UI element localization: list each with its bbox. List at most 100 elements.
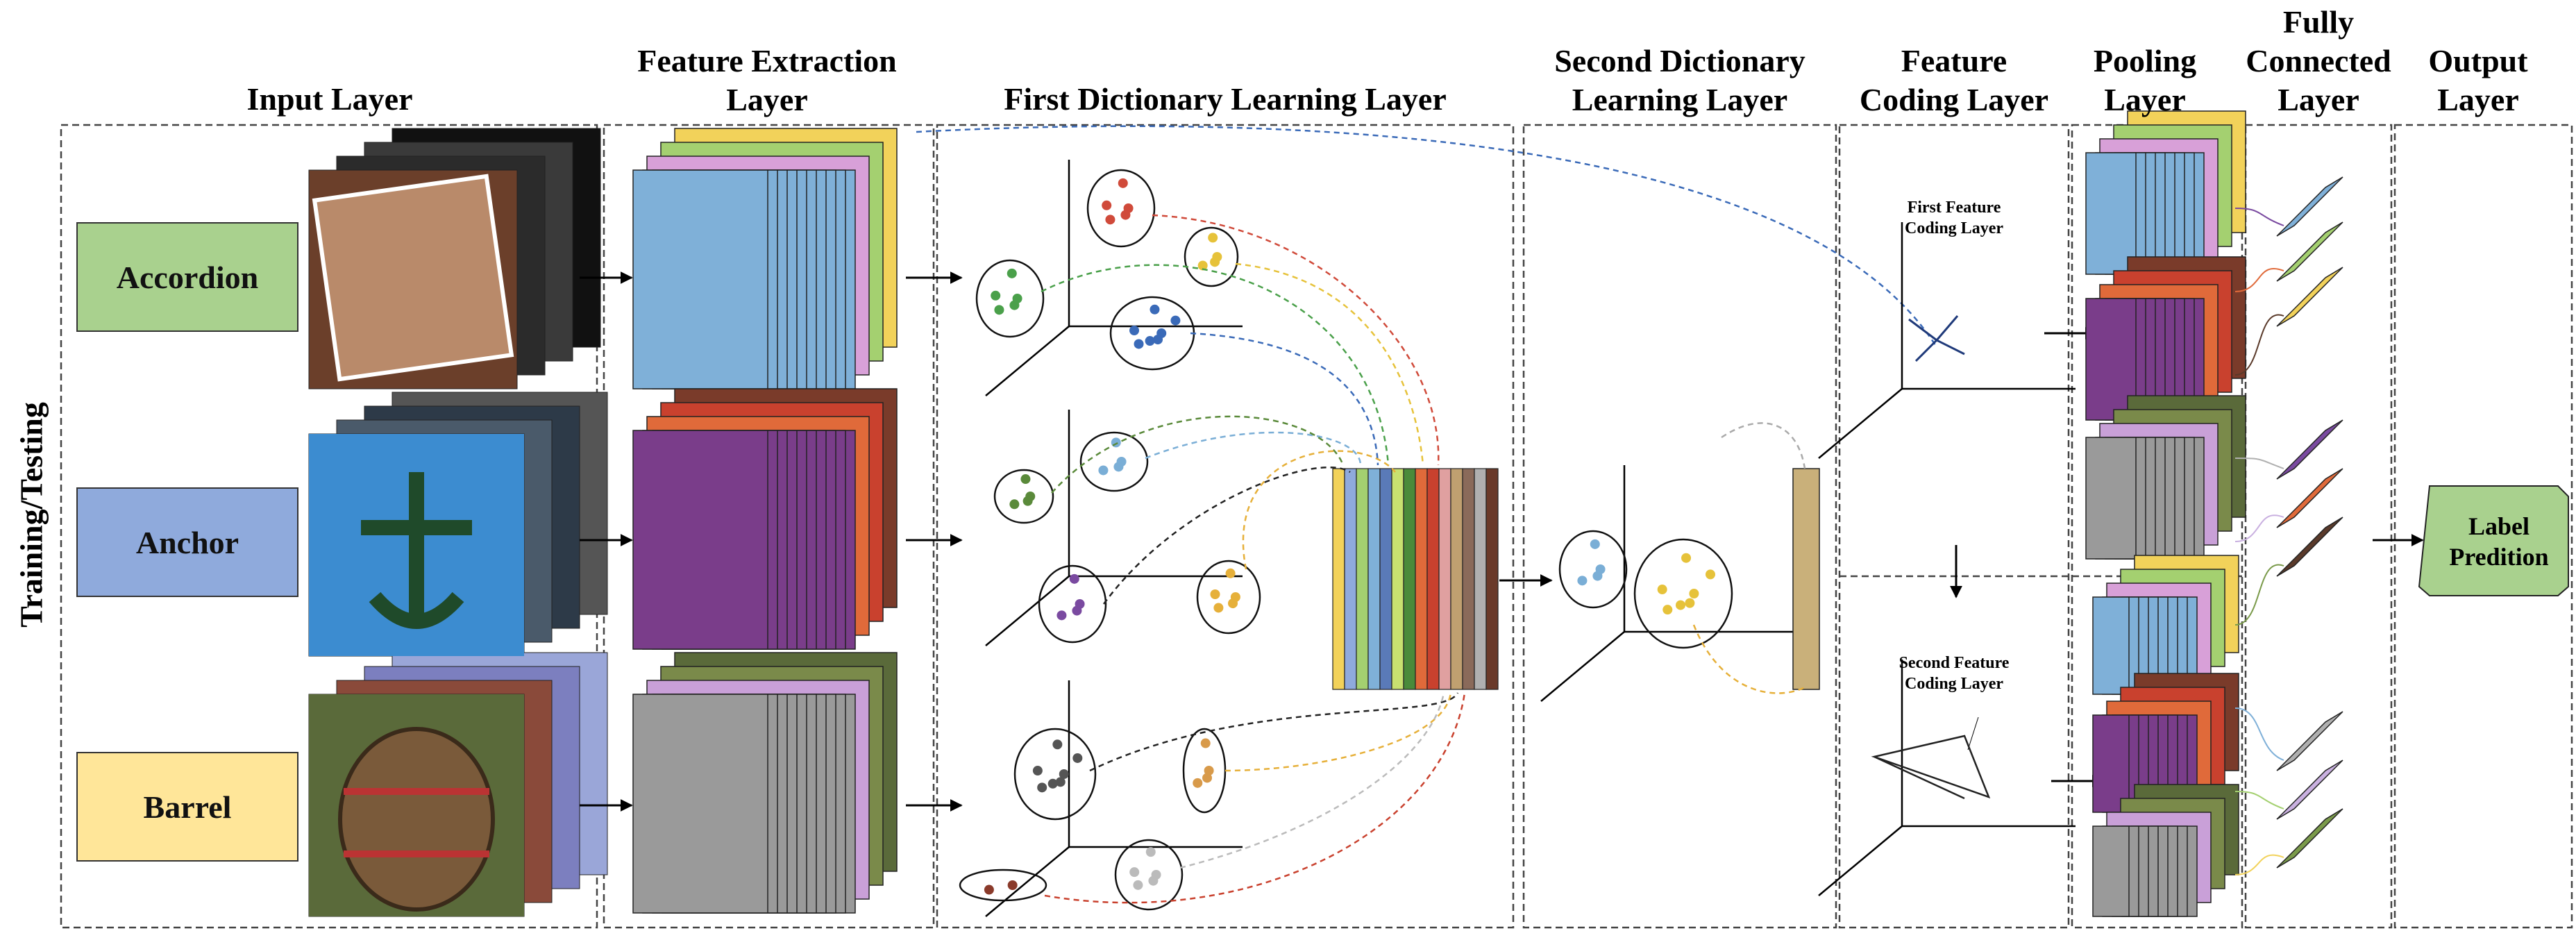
cluster-lightgray <box>1114 839 1184 911</box>
fc-node-8 <box>2276 808 2343 869</box>
first-feature-coding-label: First Feature Coding Layer <box>1904 199 2003 237</box>
cluster-olive <box>993 469 1054 524</box>
fc-node-6 <box>2276 711 2343 771</box>
fc-node-4 <box>2276 468 2343 528</box>
fc-link-3 <box>2234 458 2284 469</box>
cluster-tan-point <box>1202 773 1213 783</box>
coding2-axes <box>1818 660 2076 896</box>
cluster-blue-point <box>1153 335 1163 345</box>
header-pooling: Pooling Layer <box>2093 43 2197 117</box>
dict1-axes-1-z <box>985 326 1070 396</box>
cluster-lightblue-point <box>1098 465 1109 476</box>
cluster-orange-point <box>1213 603 1224 613</box>
panel-feature-coding <box>1838 124 2070 929</box>
cluster-brown-point <box>984 884 994 895</box>
cluster-orange <box>1196 560 1261 635</box>
cluster-orange-point <box>1228 598 1238 609</box>
cluster2-yellow <box>1633 538 1733 649</box>
cluster-yellow <box>1184 226 1239 287</box>
dict1-axes-3 <box>985 680 1243 917</box>
dict2-link-2 <box>1721 422 1806 469</box>
class-box-barrel: Barrel <box>76 752 298 862</box>
panel-output <box>2393 124 2573 929</box>
feature-stack-barrel-slice <box>632 694 768 914</box>
fc-node-1 <box>2276 221 2343 282</box>
cluster-lightgray-point <box>1145 847 1156 857</box>
cluster-red-point <box>1120 210 1131 220</box>
coding1-links <box>1908 315 1965 362</box>
cluster-lightgray-point <box>1148 875 1159 886</box>
dictionary-atom-8 <box>1426 468 1440 690</box>
fc-link-1 <box>2234 268 2284 292</box>
cluster-olive-point <box>1022 496 1033 506</box>
cluster-purple <box>1038 564 1107 644</box>
cluster-yellow-ring <box>1184 226 1239 287</box>
cluster-blue-point <box>1145 336 1155 346</box>
cluster2-yellow-point <box>1675 600 1685 610</box>
class-box-anchor: Anchor <box>76 487 298 597</box>
cluster2-mixed-point <box>1592 571 1603 581</box>
cluster-lightgray-ring <box>1114 839 1184 911</box>
cluster-purple-ring <box>1038 564 1107 644</box>
cluster2-yellow-point <box>1689 589 1699 598</box>
fc-node-5 <box>2276 517 2343 577</box>
header-feature-coding: Feature Coding Layer <box>1859 43 2049 117</box>
dictionary-atom-5 <box>1391 468 1404 690</box>
cluster-olive-point <box>1009 499 1020 510</box>
dictionary-link-0 <box>1152 214 1440 466</box>
dictionary-link-2 <box>1041 264 1390 466</box>
cluster2-mixed <box>1558 530 1628 609</box>
pool-stack-1-slice <box>2085 152 2137 275</box>
coding1-axes-z <box>1818 388 1903 459</box>
dict1-axes-2 <box>985 410 1243 646</box>
feature-stack-anchor <box>632 388 898 650</box>
cluster2-mixed-point <box>1590 539 1600 549</box>
dict2-axes <box>1540 465 1798 702</box>
cluster-red-point <box>1118 178 1128 188</box>
dictionary-link-3 <box>1190 332 1379 466</box>
dictionary-link-1 <box>1235 262 1424 466</box>
dict1-axes-1 <box>985 160 1243 396</box>
dictionary-atom-11 <box>1462 468 1475 690</box>
cluster-blue-point <box>1129 326 1140 336</box>
cluster2-yellow-point <box>1705 569 1715 580</box>
barrel-glyph <box>338 727 495 912</box>
cluster-dark-point <box>1032 766 1043 776</box>
cluster-dark-ring <box>1013 728 1097 821</box>
cluster-olive-ring <box>993 469 1054 524</box>
cluster-red <box>1086 169 1156 248</box>
cluster-blue-point <box>1150 304 1160 314</box>
cluster-dark-point <box>1055 777 1066 787</box>
cluster-blue-point <box>1170 315 1181 326</box>
cluster-orange-point <box>1210 589 1220 600</box>
output-box <box>2418 485 2569 596</box>
class-label-anchor: Anchor <box>135 524 239 560</box>
cluster-olive-point <box>1020 474 1031 485</box>
pool-stack-4-slice <box>2092 596 2130 695</box>
fc-link-8 <box>2234 854 2284 875</box>
dictionary-atom-1 <box>1344 468 1357 690</box>
fc-link-5 <box>2234 564 2284 626</box>
dictionary-atom-6 <box>1403 468 1416 690</box>
pool-stack-1 <box>2085 110 2246 275</box>
coding2-triangle <box>1871 735 1991 800</box>
cluster-dark-point <box>1059 769 1069 779</box>
cluster-lightblue-point <box>1113 462 1124 472</box>
cluster-dark-point <box>1037 782 1047 793</box>
pool-stack-6 <box>2092 784 2239 917</box>
cluster-lightblue-point <box>1111 437 1121 448</box>
pool-stack-3-slice <box>2085 437 2137 560</box>
dictionary-atom-12 <box>1474 468 1487 690</box>
dictionary-link-7 <box>1242 450 1396 570</box>
cluster-green-point <box>991 290 1001 301</box>
dict1-axes-3-z <box>985 846 1070 917</box>
pool-stack-5-slice <box>2092 714 2130 813</box>
dictionary-atom-13 <box>1485 468 1499 690</box>
cluster-lightgray-point <box>1129 867 1140 878</box>
label-prediction-text: Label Predition <box>2449 512 2549 571</box>
fc-node-0 <box>2276 176 2343 237</box>
class-box-accordion: Accordion <box>76 222 298 332</box>
cluster-brown-ring <box>959 869 1047 902</box>
pool-stack-5 <box>2092 673 2239 813</box>
class-label-barrel: Barrel <box>143 789 232 825</box>
